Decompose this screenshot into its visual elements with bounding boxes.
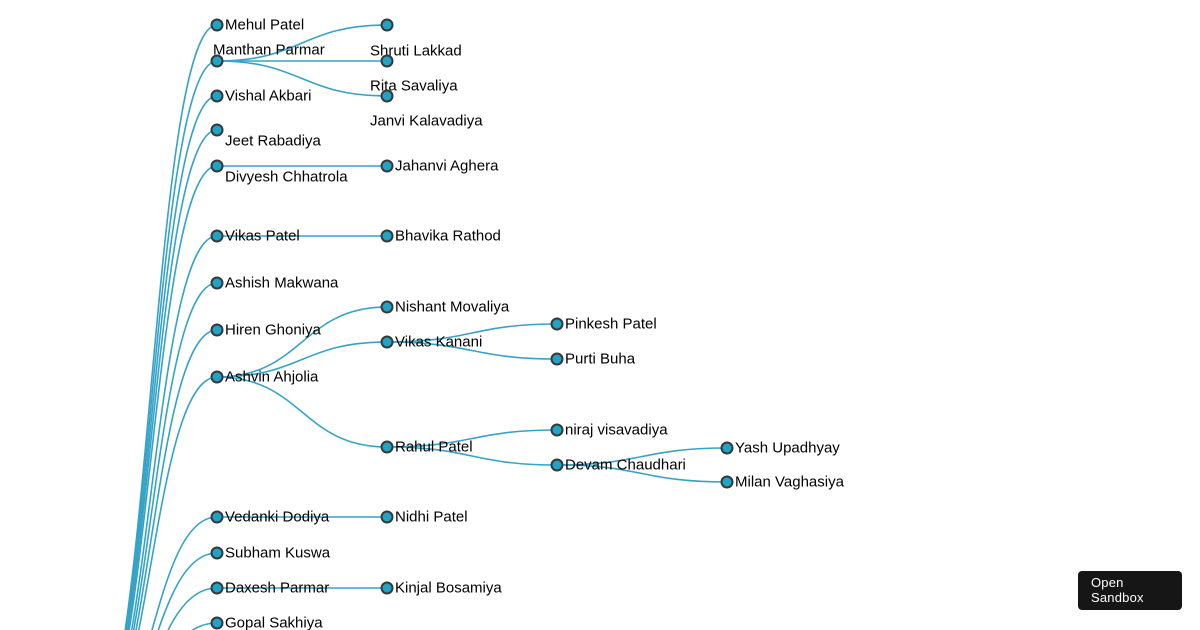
node-label: Vikas Kanani: [395, 334, 482, 351]
tree-link: [386, 446, 558, 466]
tree-link: [191, 622, 218, 630]
tree-node[interactable]: [380, 581, 394, 595]
tree-node[interactable]: [380, 510, 394, 524]
tree-link: [216, 24, 388, 62]
tree-node[interactable]: [720, 441, 734, 455]
tree-node[interactable]: [380, 229, 394, 243]
node-label: Janvi Kalavadiya: [370, 113, 483, 130]
tree-link: [386, 429, 558, 448]
node-label: Divyesh Chhatrola: [225, 169, 348, 186]
node-label: Daxesh Parmar: [225, 580, 329, 597]
tree-link: [132, 282, 218, 630]
node-label: Ashish Makwana: [225, 275, 339, 292]
tree-link: [130, 235, 218, 630]
node-label: Vikas Patel: [225, 228, 300, 245]
tree-link: [125, 60, 218, 630]
node-label: Jeet Rabadiya: [225, 133, 322, 150]
node-label: Jahanvi Aghera: [395, 158, 499, 175]
node-label: Gopal Sakhiya: [225, 615, 323, 630]
tree-node[interactable]: [210, 546, 224, 560]
open-sandbox-button[interactable]: Open Sandbox: [1078, 571, 1182, 610]
node-label: Shruti Lakkad: [370, 43, 462, 60]
tree-link: [128, 165, 218, 630]
tree-node[interactable]: [210, 510, 224, 524]
tree-node[interactable]: [380, 89, 394, 103]
tree-node[interactable]: [210, 276, 224, 290]
tree-link: [216, 60, 388, 97]
tree-link: [556, 464, 728, 483]
node-label: Mehul Patel: [225, 17, 304, 34]
tree-node[interactable]: [210, 616, 224, 630]
node-label: Ashvin Ahjolia: [225, 369, 319, 386]
node-label: Bhavika Rathod: [395, 228, 501, 245]
tree-link: [151, 516, 218, 630]
node-label: Hiren Ghoniya: [225, 322, 322, 339]
tree-node[interactable]: [380, 18, 394, 32]
tree-node[interactable]: [210, 89, 224, 103]
node-label: Kinjal Bosamiya: [395, 580, 502, 597]
node-label: Nishant Movaliya: [395, 299, 510, 316]
node-label: Pinkesh Patel: [565, 316, 657, 333]
node-label: Milan Vaghasiya: [735, 474, 845, 491]
tree-link: [386, 323, 558, 343]
tree-link: [556, 447, 728, 466]
node-label: Subham Kuswa: [225, 545, 331, 562]
tree-link: [216, 376, 388, 448]
tree-link: [216, 306, 388, 378]
node-label: Yash Upadhyay: [735, 440, 840, 457]
tree-link: [157, 552, 218, 630]
tree-node[interactable]: [210, 159, 224, 173]
tree-node[interactable]: [210, 229, 224, 243]
tree-node[interactable]: [550, 317, 564, 331]
tree-node[interactable]: [550, 352, 564, 366]
tree-node[interactable]: [210, 581, 224, 595]
tree-link: [135, 329, 218, 630]
node-label: Nidhi Patel: [395, 509, 468, 526]
tree-node[interactable]: [550, 458, 564, 472]
node-label: Purti Buha: [565, 351, 636, 368]
tree-link: [137, 376, 218, 630]
tree-node[interactable]: [210, 370, 224, 384]
tree-nodes: [210, 18, 734, 630]
tree-links: [124, 24, 728, 630]
node-label: Manthan Parmar: [213, 42, 325, 59]
node-label: Rahul Patel: [395, 439, 473, 456]
node-label: Devam Chaudhari: [565, 457, 686, 474]
node-label: Rita Savaliya: [370, 78, 458, 95]
tree-node[interactable]: [550, 423, 564, 437]
tree-node[interactable]: [210, 18, 224, 32]
tree-link: [127, 129, 218, 630]
tree-link: [216, 341, 388, 378]
tree-node[interactable]: [210, 123, 224, 137]
tree-link: [167, 587, 218, 630]
tree-node[interactable]: [380, 54, 394, 68]
tree-node[interactable]: [380, 335, 394, 349]
tree-link: [386, 341, 558, 360]
tree-node[interactable]: [210, 54, 224, 68]
node-label: Vishal Akbari: [225, 88, 311, 105]
node-label: niraj visavadiya: [565, 422, 668, 439]
tree-node[interactable]: [380, 159, 394, 173]
node-label: Vedanki Dodiya: [225, 509, 330, 526]
tree-node[interactable]: [380, 440, 394, 454]
tree-node[interactable]: [210, 323, 224, 337]
tree-link: [124, 24, 218, 630]
tree-node[interactable]: [380, 300, 394, 314]
tree-node[interactable]: [720, 475, 734, 489]
tree-link: [126, 95, 218, 630]
